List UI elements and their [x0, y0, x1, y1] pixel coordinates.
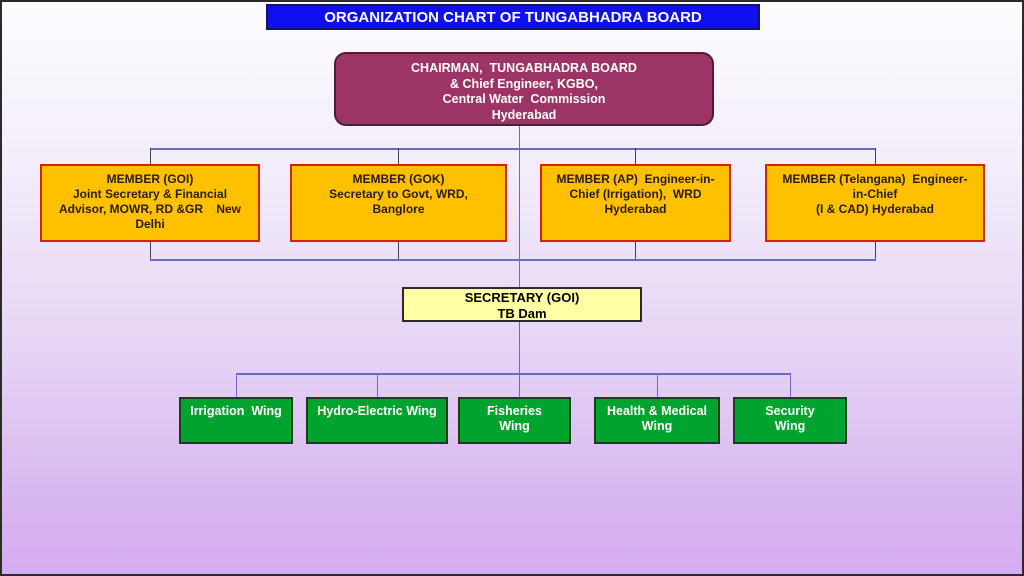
node-member-telangana: MEMBER (Telangana) Engineer- in-Chief (I… [765, 164, 985, 242]
connector-chairman-to-secretary [518, 125, 520, 287]
node-fisheries-wing-label: Fisheries Wing [487, 404, 542, 433]
node-chairman: CHAIRMAN, TUNGABHADRA BOARD & Chief Engi… [334, 52, 714, 126]
connector-drop-member-gok [397, 148, 399, 164]
connector-drop-member-telangana [874, 148, 876, 164]
node-chairman-label: CHAIRMAN, TUNGABHADRA BOARD & Chief Engi… [411, 61, 637, 122]
node-member-gok: MEMBER (GOK) Secretary to Govt, WRD, Ban… [290, 164, 507, 242]
node-member-goi: MEMBER (GOI) Joint Secretary & Financial… [40, 164, 260, 242]
connector-drop-health-medical-wing [656, 373, 658, 397]
node-member-gok-label: MEMBER (GOK) Secretary to Govt, WRD, Ban… [329, 172, 468, 216]
connector-drop-hydro-electric-wing [376, 373, 378, 397]
node-secretary: SECRETARY (GOI) TB Dam [402, 287, 642, 322]
connector-riser-member-ap [634, 242, 636, 259]
node-hydro-electric-wing-label: Hydro-Electric Wing [317, 404, 437, 418]
connector-drop-member-goi [149, 148, 151, 164]
slide-title-bar: ORGANIZATION CHART OF TUNGABHADRA BOARD [266, 4, 760, 30]
connector-riser-member-telangana [874, 242, 876, 259]
node-hydro-electric-wing: Hydro-Electric Wing [306, 397, 448, 444]
node-member-ap-label: MEMBER (AP) Engineer-in- Chief (Irrigati… [556, 172, 715, 216]
slide-title: ORGANIZATION CHART OF TUNGABHADRA BOARD [324, 8, 702, 26]
node-member-goi-label: MEMBER (GOI) Joint Secretary & Financial… [58, 172, 241, 231]
node-secretary-label: SECRETARY (GOI) TB Dam [464, 290, 580, 321]
node-security-wing: Security Wing [733, 397, 847, 444]
node-member-ap: MEMBER (AP) Engineer-in- Chief (Irrigati… [540, 164, 731, 242]
connector-members-top-rail [149, 148, 876, 150]
connector-secretary-to-wings [518, 322, 520, 397]
node-fisheries-wing: Fisheries Wing [458, 397, 571, 444]
node-irrigation-wing: Irrigation Wing [179, 397, 293, 444]
connector-drop-irrigation-wing [235, 373, 237, 397]
connector-members-bottom-rail [149, 259, 876, 261]
connector-riser-member-goi [149, 242, 151, 259]
connector-wings-rail [235, 373, 791, 375]
node-irrigation-wing-label: Irrigation Wing [190, 404, 282, 418]
node-security-wing-label: Security Wing [765, 404, 815, 433]
connector-drop-member-ap [634, 148, 636, 165]
node-health-medical-wing-label: Health & Medical Wing [606, 404, 708, 433]
node-member-telangana-label: MEMBER (Telangana) Engineer- in-Chief (I… [782, 172, 968, 216]
connector-riser-member-gok [397, 242, 399, 259]
connector-drop-security-wing [789, 373, 791, 397]
node-health-medical-wing: Health & Medical Wing [594, 397, 720, 444]
